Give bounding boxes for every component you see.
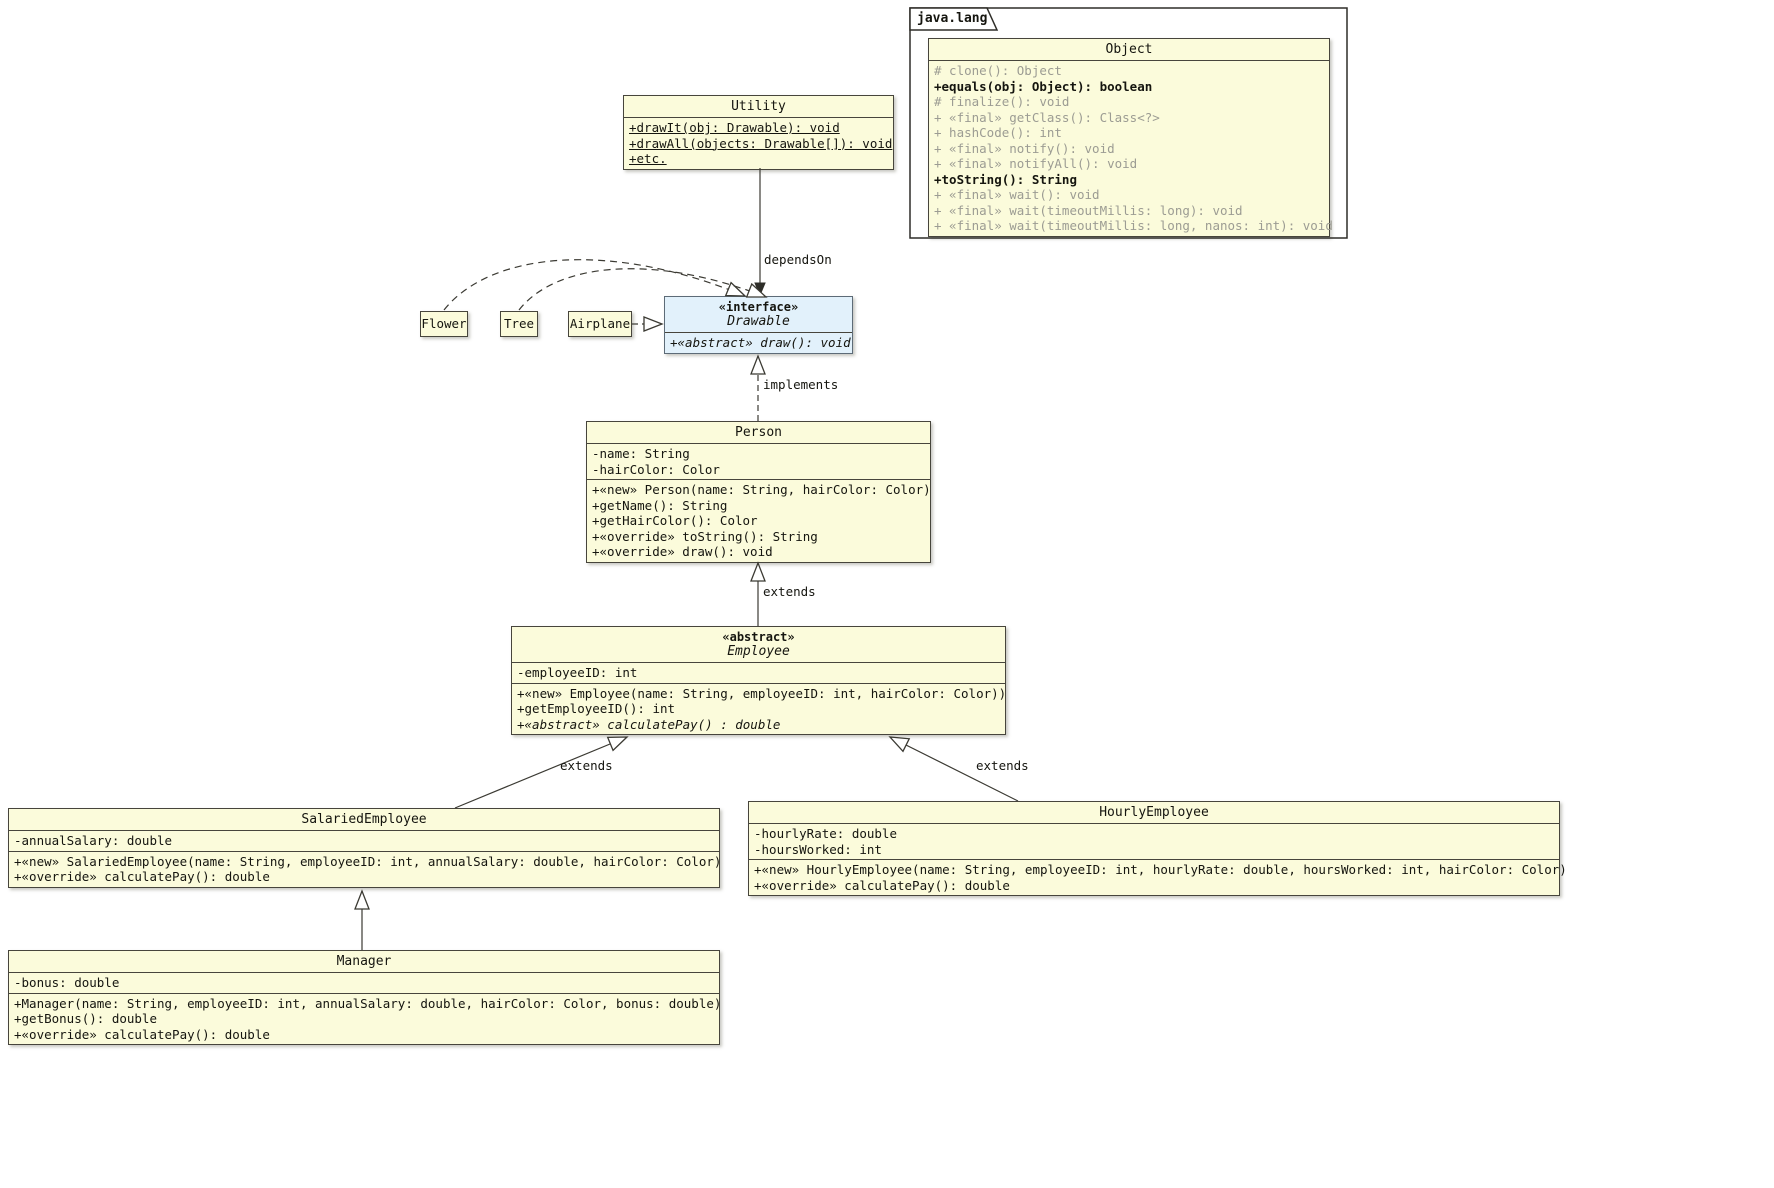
member-line: +«override» calculatePay(): double — [14, 1026, 270, 1042]
methods-compartment: +Manager(name: String, employeeID: int, … — [9, 994, 722, 1045]
member-line: + «final» wait(timeoutMillis: long, nano… — [934, 218, 1333, 233]
member-line: + hashCode(): int — [934, 125, 1062, 140]
member-line: + «final» notify(): void — [934, 140, 1115, 156]
member-line: +getEmployeeID(): int — [517, 701, 676, 716]
member-line: +«override» draw(): void — [592, 544, 773, 559]
member-line: -hourlyRate: double — [754, 826, 897, 841]
class-title: HourlyEmployee — [749, 802, 1559, 824]
class-name: Person — [735, 425, 782, 440]
attributes-compartment: -bonus: double — [9, 973, 719, 994]
class-title: Utility — [624, 96, 893, 118]
member-line: + «final» getClass(): Class<?> — [934, 109, 1160, 125]
class-name: Drawable — [727, 314, 790, 329]
class-title: Manager — [9, 951, 719, 973]
stereotype-label: «interface» — [718, 300, 799, 314]
class-person: Person -name: String -hairColor: Color +… — [586, 421, 931, 563]
member-line: +etc. — [629, 151, 667, 166]
member-line: -name: String — [592, 446, 690, 461]
member-line: +«override» calculatePay(): double — [754, 877, 1010, 893]
member-line: -annualSalary: double — [14, 833, 173, 848]
class-name: Object — [1105, 42, 1153, 57]
member-line: +getHairColor(): Color — [592, 513, 758, 528]
attributes-compartment: -hourlyRate: double -hoursWorked: int — [749, 824, 1559, 860]
attributes-compartment: -annualSalary: double — [9, 831, 719, 852]
member-line: +equals(obj: Object): boolean — [934, 78, 1153, 94]
member-line: +getName(): String — [592, 497, 728, 513]
methods-compartment: +«new» SalariedEmployee(name: String, em… — [9, 852, 722, 887]
edge-label-implements: implements — [763, 377, 839, 392]
methods-compartment: +«abstract» draw(): void — [665, 333, 852, 353]
class-name: Manager — [336, 954, 392, 969]
package-name-label: java.lang — [917, 11, 988, 26]
member-line: -bonus: double — [14, 975, 120, 990]
member-line: +toString(): String — [934, 171, 1077, 187]
class-title: SalariedEmployee — [9, 809, 719, 831]
member-line: -hoursWorked: int — [754, 841, 882, 857]
member-line: +«new» Person(name: String, hairColor: C… — [592, 482, 931, 497]
member-line: +«new» HourlyEmployee(name: String, empl… — [754, 862, 1567, 877]
stereotype-label: «abstract» — [722, 630, 795, 644]
member-line: # clone(): Object — [934, 63, 1062, 78]
edge-label-extends-salaried: extends — [560, 758, 613, 773]
class-manager: Manager -bonus: double +Manager(name: St… — [8, 950, 722, 1045]
methods-compartment: +«new» HourlyEmployee(name: String, empl… — [749, 860, 1567, 895]
member-line: +«new» SalariedEmployee(name: String, em… — [14, 853, 722, 869]
class-object: Object # clone(): Object +equals(obj: Ob… — [928, 38, 1333, 237]
member-line: +drawAll(objects: Drawable[]): void — [629, 135, 893, 151]
class-salaried-employee: SalariedEmployee -annualSalary: double +… — [8, 808, 722, 888]
edge-label-depends-on: dependsOn — [764, 252, 832, 267]
class-title: «interface» Drawable — [665, 297, 852, 333]
class-employee: «abstract» Employee -employeeID: int +«n… — [511, 626, 1006, 735]
interface-drawable: «interface» Drawable +«abstract» draw():… — [664, 296, 853, 354]
methods-compartment: +«new» Person(name: String, hairColor: C… — [587, 480, 931, 562]
member-line: +Manager(name: String, employeeID: int, … — [14, 995, 722, 1011]
class-title: Person — [587, 422, 930, 444]
member-line: +«override» calculatePay(): double — [14, 869, 270, 884]
attributes-compartment: -employeeID: int — [512, 663, 1005, 684]
class-tree: Tree — [500, 311, 538, 337]
member-line: +«new» Employee(name: String, employeeID… — [517, 685, 1007, 701]
class-name: Utility — [731, 99, 786, 114]
attributes-compartment: -name: String -hairColor: Color — [587, 444, 930, 480]
class-name: Employee — [727, 644, 790, 659]
methods-compartment: # clone(): Object +equals(obj: Object): … — [929, 61, 1333, 236]
member-line: +«abstract» draw(): void — [670, 335, 851, 350]
class-title: Object — [929, 39, 1329, 61]
member-line: + «final» wait(): void — [934, 187, 1100, 202]
class-utility: Utility +drawIt(obj: Drawable): void +dr… — [623, 95, 894, 170]
methods-compartment: +«new» Employee(name: String, employeeID… — [512, 684, 1007, 735]
methods-compartment: +drawIt(obj: Drawable): void +drawAll(ob… — [624, 118, 893, 169]
member-line: + «final» wait(timeoutMillis: long): voi… — [934, 202, 1243, 218]
class-title: «abstract» Employee — [512, 627, 1005, 663]
class-name: HourlyEmployee — [1099, 805, 1209, 820]
member-line: +drawIt(obj: Drawable): void — [629, 120, 840, 135]
member-line: -employeeID: int — [517, 665, 638, 680]
member-line: -hairColor: Color — [592, 461, 720, 477]
class-airplane: Airplane — [568, 311, 632, 337]
member-line: # finalize(): void — [934, 94, 1070, 109]
edge-label-extends-hourly: extends — [976, 758, 1029, 773]
class-flower: Flower — [420, 311, 468, 337]
member-line: +«override» toString(): String — [592, 528, 818, 544]
member-line: +«abstract» calculatePay() : double — [517, 716, 781, 732]
member-line: +getBonus(): double — [14, 1011, 157, 1026]
member-line: + «final» notifyAll(): void — [934, 156, 1138, 171]
class-name: SalariedEmployee — [301, 812, 427, 827]
edge-label-extends-person: extends — [763, 584, 816, 599]
class-hourly-employee: HourlyEmployee -hourlyRate: double -hour… — [748, 801, 1567, 896]
